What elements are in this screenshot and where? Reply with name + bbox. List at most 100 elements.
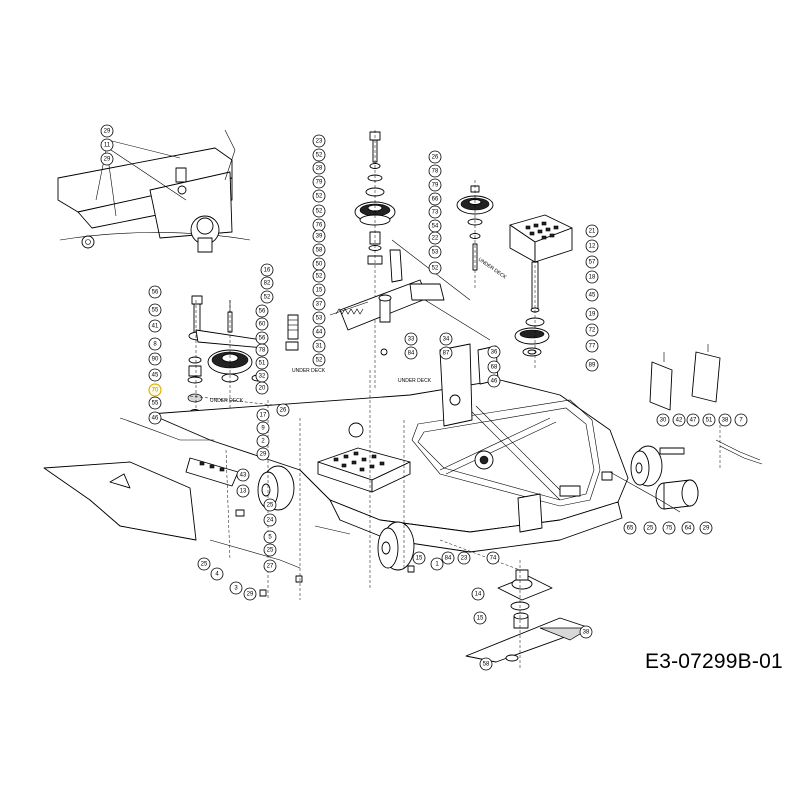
callout-8[interactable]: 8 — [148, 337, 162, 351]
callout-25[interactable]: 25 — [197, 557, 211, 571]
callout-30[interactable]: 30 — [656, 413, 670, 427]
callout-56[interactable]: 56 — [255, 304, 269, 318]
callout-29[interactable]: 29 — [256, 447, 270, 461]
callout-15[interactable]: 15 — [312, 283, 326, 297]
callout-73[interactable]: 73 — [428, 205, 442, 219]
callout-38[interactable]: 38 — [579, 625, 593, 639]
callout-55[interactable]: 55 — [148, 303, 162, 317]
callout-31[interactable]: 31 — [312, 339, 326, 353]
callout-26[interactable]: 26 — [428, 150, 442, 164]
callout-58[interactable]: 58 — [479, 657, 493, 671]
callout-20[interactable]: 20 — [255, 381, 269, 395]
callout-23[interactable]: 23 — [457, 551, 471, 565]
callout-29[interactable]: 29 — [100, 124, 114, 138]
callout-12[interactable]: 12 — [585, 239, 599, 253]
callout-21[interactable]: 21 — [585, 224, 599, 238]
callout-17[interactable]: 17 — [256, 408, 270, 422]
callout-79[interactable]: 79 — [312, 175, 326, 189]
callout-87[interactable]: 87 — [439, 346, 453, 360]
callout-74[interactable]: 74 — [486, 551, 500, 565]
callout-56[interactable]: 56 — [255, 331, 269, 345]
callout-25[interactable]: 25 — [643, 521, 657, 535]
callout-52[interactable]: 52 — [312, 148, 326, 162]
callout-28[interactable]: 28 — [312, 161, 326, 175]
callout-45[interactable]: 45 — [148, 368, 162, 382]
callout-2[interactable]: 2 — [256, 434, 270, 448]
callout-15[interactable]: 15 — [473, 611, 487, 625]
callout-39[interactable]: 39 — [312, 229, 326, 243]
callout-3[interactable]: 3 — [229, 581, 243, 595]
callout-60[interactable]: 60 — [255, 317, 269, 331]
callout-25[interactable]: 25 — [263, 543, 277, 557]
callout-41[interactable]: 41 — [148, 319, 162, 333]
callout-65[interactable]: 65 — [623, 521, 637, 535]
callout-13[interactable]: 13 — [236, 484, 250, 498]
callout-38[interactable]: 38 — [718, 413, 732, 427]
callout-24[interactable]: 24 — [263, 513, 277, 527]
callout-58[interactable]: 58 — [312, 243, 326, 257]
callout-64[interactable]: 64 — [681, 521, 695, 535]
callout-55[interactable]: 55 — [148, 396, 162, 410]
callout-56[interactable]: 56 — [148, 285, 162, 299]
callout-53[interactable]: 53 — [312, 311, 326, 325]
callout-84[interactable]: 84 — [404, 346, 418, 360]
callout-36[interactable]: 36 — [487, 345, 501, 359]
callout-45[interactable]: 45 — [585, 288, 599, 302]
callout-33[interactable]: 33 — [404, 332, 418, 346]
callout-4[interactable]: 4 — [210, 567, 224, 581]
callout-29[interactable]: 29 — [243, 587, 257, 601]
callout-37[interactable]: 37 — [312, 297, 326, 311]
callout-7[interactable]: 7 — [734, 413, 748, 427]
callout-77[interactable]: 77 — [585, 339, 599, 353]
callout-50[interactable]: 50 — [312, 257, 326, 271]
callout-70[interactable]: 70 — [148, 383, 162, 397]
callout-9[interactable]: 9 — [256, 421, 270, 435]
callout-53[interactable]: 53 — [428, 245, 442, 259]
callout-89[interactable]: 89 — [585, 358, 599, 372]
callout-19[interactable]: 19 — [585, 307, 599, 321]
callout-75[interactable]: 75 — [662, 521, 676, 535]
callout-52[interactable]: 52 — [312, 189, 326, 203]
callout-16[interactable]: 16 — [260, 263, 274, 277]
callout-23[interactable]: 23 — [312, 134, 326, 148]
callout-18[interactable]: 18 — [585, 270, 599, 284]
callout-25[interactable]: 25 — [263, 498, 277, 512]
callout-32[interactable]: 32 — [255, 369, 269, 383]
callout-57[interactable]: 57 — [585, 255, 599, 269]
callout-79[interactable]: 79 — [428, 178, 442, 192]
callout-72[interactable]: 72 — [585, 323, 599, 337]
callout-29[interactable]: 29 — [699, 521, 713, 535]
callout-52[interactable]: 52 — [312, 353, 326, 367]
callout-42[interactable]: 42 — [672, 413, 686, 427]
callout-90[interactable]: 90 — [148, 352, 162, 366]
callout-27[interactable]: 27 — [263, 559, 277, 573]
callout-68[interactable]: 68 — [487, 360, 501, 374]
callout-52[interactable]: 52 — [260, 290, 274, 304]
callout-51[interactable]: 51 — [255, 356, 269, 370]
callout-26[interactable]: 26 — [276, 403, 290, 417]
callout-66[interactable]: 66 — [428, 192, 442, 206]
callout-51[interactable]: 51 — [702, 413, 716, 427]
callout-52[interactable]: 52 — [428, 261, 442, 275]
callout-78[interactable]: 78 — [255, 343, 269, 357]
callout-1[interactable]: 1 — [430, 557, 444, 571]
callout-54[interactable]: 54 — [428, 219, 442, 233]
callout-52[interactable]: 52 — [312, 204, 326, 218]
callout-11[interactable]: 11 — [100, 138, 114, 152]
callout-34[interactable]: 34 — [439, 332, 453, 346]
callout-22[interactable]: 22 — [428, 231, 442, 245]
callout-43[interactable]: 43 — [236, 468, 250, 482]
callout-29[interactable]: 29 — [100, 152, 114, 166]
callout-5[interactable]: 5 — [263, 530, 277, 544]
callout-82[interactable]: 82 — [260, 276, 274, 290]
callout-52[interactable]: 52 — [312, 269, 326, 283]
callout-47[interactable]: 47 — [686, 413, 700, 427]
callout-46[interactable]: 46 — [487, 374, 501, 388]
callout-14[interactable]: 14 — [471, 587, 485, 601]
callout-84[interactable]: 84 — [441, 551, 455, 565]
callout-46[interactable]: 46 — [148, 411, 162, 425]
callout-78[interactable]: 78 — [428, 164, 442, 178]
callout-44[interactable]: 44 — [312, 325, 326, 339]
callout-15[interactable]: 15 — [412, 551, 426, 565]
callout-76[interactable]: 76 — [312, 218, 326, 232]
